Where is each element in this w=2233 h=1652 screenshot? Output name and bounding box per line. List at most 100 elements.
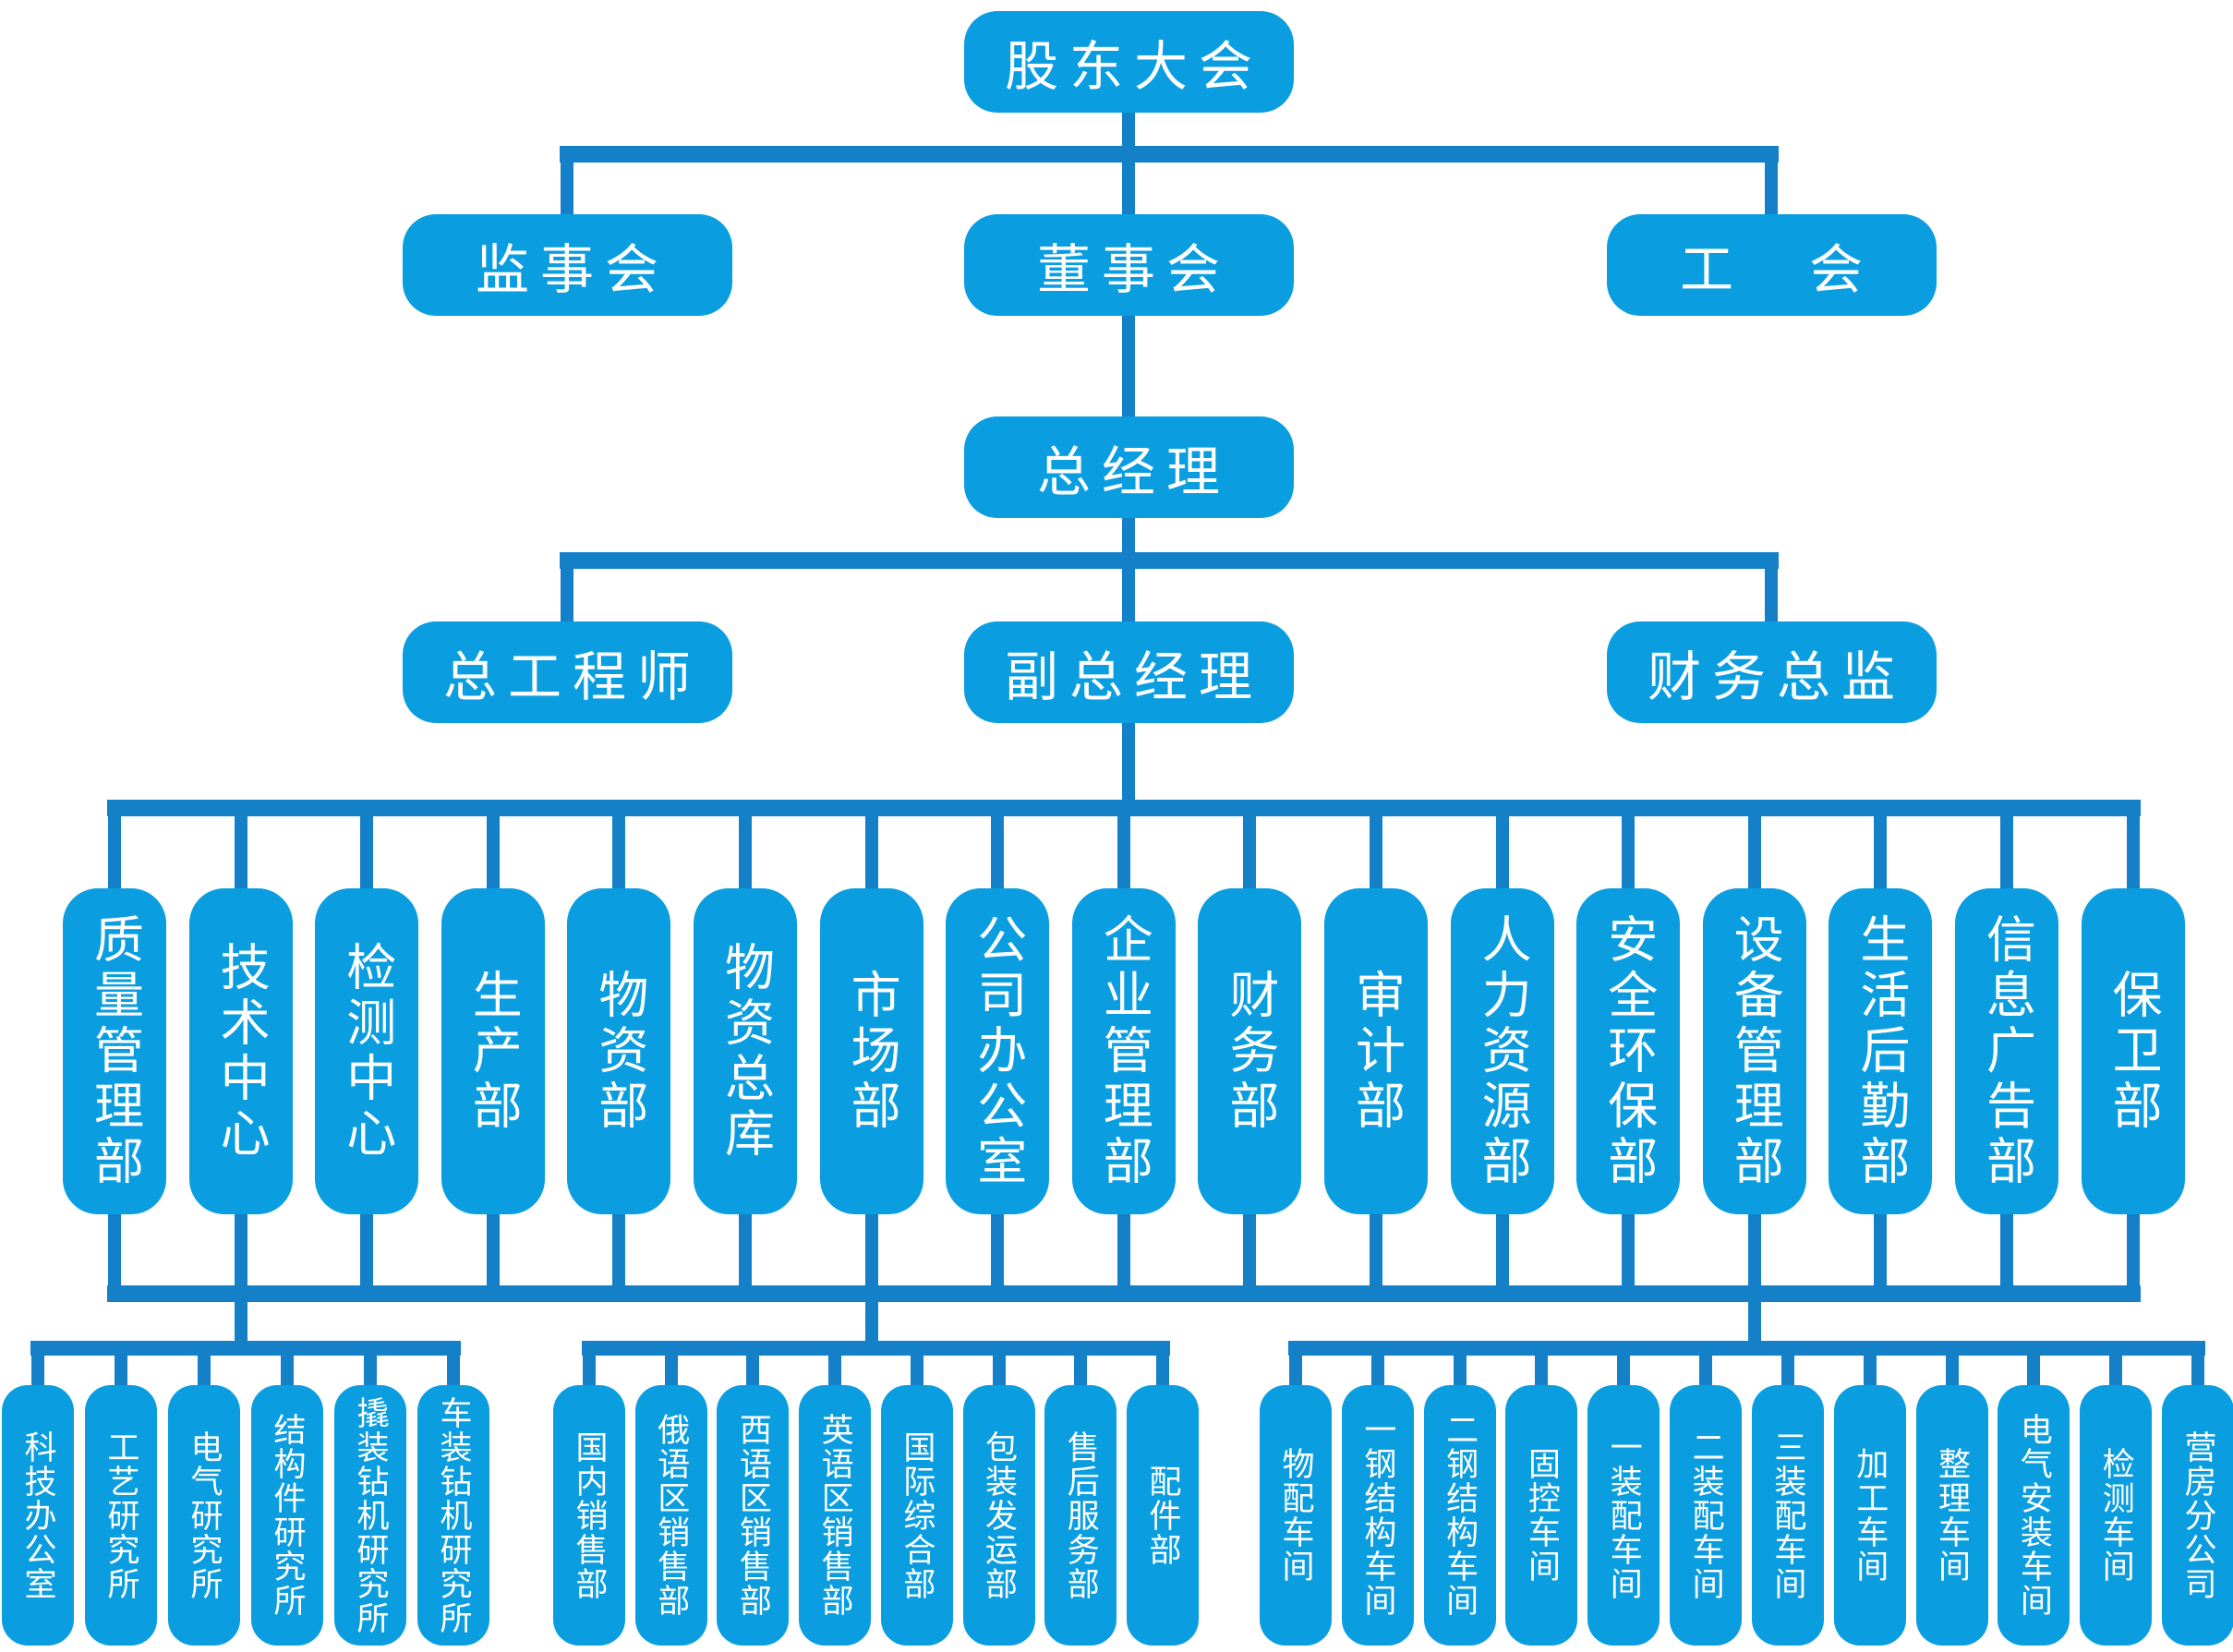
node-unit-0-4-label: 撬装钻机研究所 <box>351 1395 389 1635</box>
node-unit-0-2: 电气研究所 <box>168 1385 240 1646</box>
node-unit-2-0: 物配车间 <box>1260 1385 1332 1646</box>
connector-line <box>1243 805 1257 888</box>
connector-line <box>991 1214 1005 1291</box>
node-finance-director-label: 财务总监 <box>1647 645 1906 708</box>
connector-line <box>281 1346 294 1385</box>
node-unit-0-2-label: 电气研究所 <box>185 1429 223 1601</box>
node-unit-1-0: 国内销售部 <box>553 1385 625 1646</box>
node-dept-2: 检测中心 <box>315 888 419 1214</box>
node-unit-2-10: 检测车间 <box>2080 1385 2153 1646</box>
node-unit-2-7: 加工车间 <box>1833 1385 1906 1646</box>
node-dept-10-label: 审计部 <box>1346 968 1406 1135</box>
node-general-manager: 总经理 <box>963 416 1294 518</box>
node-general-manager-label: 总经理 <box>1036 440 1231 503</box>
node-unit-2-5-label: 二装配车间 <box>1686 1429 1724 1601</box>
node-deputy-general-manager-label: 副总经理 <box>1004 645 1263 708</box>
node-unit-2-7-label: 加工车间 <box>1851 1447 1889 1584</box>
connector-line <box>486 1214 500 1291</box>
connector-line <box>2000 805 2013 888</box>
node-unit-0-1-label: 工艺研究所 <box>102 1429 139 1601</box>
node-dept-15-label: 信息广告部 <box>1977 912 2036 1190</box>
connector-line <box>2126 1214 2140 1291</box>
node-unit-2-3-label: 固控车间 <box>1522 1447 1560 1584</box>
node-unit-1-4: 国际综合部 <box>880 1385 953 1646</box>
node-board-of-directors: 董事会 <box>963 214 1294 316</box>
node-unit-2-1: 一钢结构车间 <box>1341 1385 1414 1646</box>
node-unit-2-11-label: 营房分公司 <box>2179 1429 2216 1601</box>
connector-line <box>1765 558 1778 621</box>
node-dept-6-label: 市场部 <box>842 968 901 1135</box>
connector-line <box>1747 805 1761 888</box>
node-unit-1-1-label: 俄语区销售部 <box>652 1413 690 1618</box>
node-unit-2-6: 三装配车间 <box>1751 1385 1824 1646</box>
connector-line <box>2126 805 2140 888</box>
connector-line <box>739 1214 752 1291</box>
connector-line <box>561 151 573 214</box>
connector-line <box>1874 1214 1888 1291</box>
node-unit-2-6-label: 三装配车间 <box>1768 1429 1806 1601</box>
connector-bus <box>1288 1341 2206 1356</box>
connector-line <box>1874 805 1888 888</box>
connector-bus <box>30 1341 461 1356</box>
connector-line <box>1747 1214 1761 1291</box>
node-dept-8: 企业管理部 <box>1071 888 1176 1214</box>
connector-line <box>447 1346 460 1385</box>
connector-bus <box>107 1285 2141 1302</box>
node-unit-1-5: 包装发运部 <box>962 1385 1035 1646</box>
connector-line <box>108 805 121 888</box>
node-unit-2-4: 一装配车间 <box>1587 1385 1660 1646</box>
node-dept-2-label: 检测中心 <box>337 940 396 1163</box>
connector-line <box>2027 1346 2041 1385</box>
node-dept-0-label: 质量管理部 <box>85 912 144 1190</box>
connector-line <box>612 805 626 888</box>
node-unit-0-5: 车装钻机研究所 <box>417 1385 489 1646</box>
node-labor-union: 工 会 <box>1606 214 1937 316</box>
connector-line <box>1122 518 1135 558</box>
connector-line <box>234 1291 247 1346</box>
connector-line <box>115 1346 127 1385</box>
connector-line <box>1617 1346 1631 1385</box>
connector-line <box>1780 1346 1794 1385</box>
connector-line <box>612 1214 626 1291</box>
node-deputy-general-manager: 副总经理 <box>963 621 1294 723</box>
node-unit-1-2-label: 西语区销售部 <box>733 1413 771 1618</box>
node-dept-12: 安全环保部 <box>1576 888 1681 1214</box>
connector-line <box>1116 1214 1130 1291</box>
node-dept-14: 生活后勤部 <box>1829 888 1933 1214</box>
node-finance-director: 财务总监 <box>1606 621 1937 723</box>
node-dept-16-label: 保卫部 <box>2104 968 2163 1135</box>
connector-line <box>910 1346 923 1385</box>
node-unit-2-10-label: 检测车间 <box>2096 1447 2134 1584</box>
connector-line <box>360 1214 374 1291</box>
node-supervisory-board: 监事会 <box>402 214 732 316</box>
connector-line <box>1116 805 1130 888</box>
connector-line <box>583 1346 596 1385</box>
connector-line <box>1747 1291 1761 1346</box>
connector-line <box>1495 1214 1509 1291</box>
connector-line <box>664 1346 678 1385</box>
node-dept-6: 市场部 <box>819 888 923 1214</box>
node-unit-2-3: 固控车间 <box>1505 1385 1578 1646</box>
connector-line <box>1765 151 1778 214</box>
node-unit-2-0-label: 物配车间 <box>1276 1447 1314 1584</box>
node-unit-1-5-label: 包装发运部 <box>980 1429 1018 1601</box>
connector-bus <box>560 146 1779 163</box>
node-dept-7-label: 公司办公室 <box>968 912 1027 1190</box>
connector-line <box>31 1346 44 1385</box>
node-dept-11-label: 人力资源部 <box>1473 912 1532 1190</box>
node-unit-0-1: 工艺研究所 <box>85 1385 157 1646</box>
connector-line <box>992 1346 1006 1385</box>
node-dept-8-label: 企业管理部 <box>1094 912 1153 1190</box>
node-dept-12-label: 安全环保部 <box>1599 912 1658 1190</box>
node-dept-3: 生产部 <box>441 888 545 1214</box>
connector-line <box>198 1346 211 1385</box>
connector-line <box>1122 113 1135 214</box>
node-dept-5: 物资总库 <box>694 888 797 1214</box>
node-dept-4-label: 物资部 <box>589 968 648 1135</box>
connector-line <box>1155 1346 1169 1385</box>
node-unit-0-3-label: 结构件研究所 <box>268 1413 306 1618</box>
connector-line <box>1495 805 1509 888</box>
node-dept-10: 审计部 <box>1324 888 1428 1214</box>
node-dept-13: 设备管理部 <box>1702 888 1806 1214</box>
node-unit-2-9-label: 电气安装车间 <box>2014 1413 2052 1618</box>
